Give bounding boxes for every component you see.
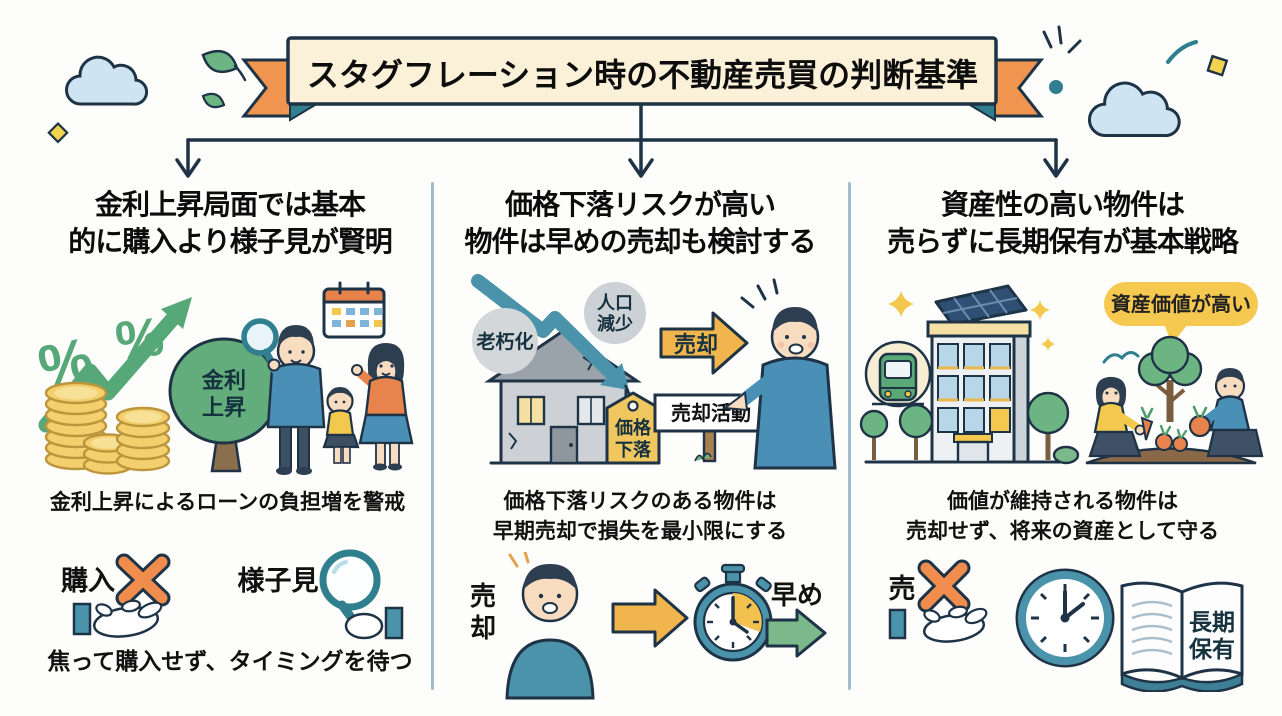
x-mark-icon <box>917 559 971 613</box>
column2-caption: 価格下落リスクのある物件は 早期売却で損失を最小限にする <box>492 490 788 543</box>
falling-arrow-icon <box>471 274 629 390</box>
svg-text:上昇: 上昇 <box>202 395 246 420</box>
train-icon <box>864 340 932 408</box>
stopwatch-icon <box>693 563 773 662</box>
tree-icon <box>859 391 1080 465</box>
clock-icon <box>1015 568 1115 668</box>
arrowhead-down <box>1043 158 1069 178</box>
gardening-family-icon <box>1085 335 1264 465</box>
column2-heading: 価格下落リスクが高い 物件は早めの売却も検討する <box>464 189 816 257</box>
open-hand-icon <box>72 599 163 638</box>
open-book-icon: 長期 保有 <box>1120 581 1244 692</box>
svg-text:資産価値が高い: 資産価値が高い <box>1111 292 1251 316</box>
svg-text:減少: 減少 <box>597 313 633 334</box>
column2-sell-label: 売却 <box>469 581 496 643</box>
arrowhead-down <box>628 158 654 178</box>
population-bubble: 人口 減少 <box>584 282 646 344</box>
sell-label: 売 <box>889 574 916 604</box>
column3-bottom-row: 売 <box>888 559 1244 692</box>
column1-heading: 金利上昇局面では基本 的に購入より様子見が賢明 <box>68 189 392 257</box>
seller-bust-icon <box>505 552 595 700</box>
square-icon <box>1206 54 1229 77</box>
sparkle-icon <box>1042 25 1082 54</box>
dot-icon <box>1049 80 1063 94</box>
svg-text:人口: 人口 <box>597 293 633 313</box>
column-divider <box>431 182 434 690</box>
pointing-man-icon <box>722 278 837 470</box>
open-hand-icon <box>888 605 988 643</box>
column-divider <box>848 182 851 690</box>
cloud-icon <box>65 55 149 106</box>
signpost-icon: 売却活動 <box>653 393 769 463</box>
page-title: スタグフレーション時の不動産売買の判断基準 <box>306 57 979 93</box>
svg-text:金利: 金利 <box>201 368 246 393</box>
buy-label: 購入 <box>61 566 115 596</box>
cloud-icon <box>1087 81 1181 138</box>
column3-illustration: 資産価値が高い <box>859 282 1264 465</box>
column1-footnote: 焦って購入せず、タイミングを待つ <box>47 648 413 674</box>
svg-text:老朽化: 老朽化 <box>476 330 533 353</box>
price-tag-icon: 価格 下落 <box>605 384 661 465</box>
aging-bubble: 老朽化 <box>472 308 538 374</box>
column3-heading: 資産性の高い物件は 売らずに長期保有が基本戦略 <box>887 189 1238 257</box>
green-arrow-icon <box>765 608 827 658</box>
bird-icon <box>1102 351 1140 364</box>
svg-text:長期: 長期 <box>1189 609 1235 635</box>
speech-bubble-icon: 資産価値が高い <box>1104 282 1258 344</box>
block-arrow-icon: 売却 <box>659 311 749 375</box>
leaf-icon <box>201 49 247 109</box>
solar-panel-icon <box>934 284 1028 326</box>
tree-icon: 金利 上昇 <box>168 337 280 473</box>
column2-bottom-row: 早め <box>505 552 827 700</box>
column1-bottom-row: 購入 様子見 <box>61 549 404 640</box>
diamond-icon <box>47 121 69 144</box>
column1-illustration: % % <box>33 281 414 475</box>
column1-caption: 金利上昇によるローンの負担増を警戒 <box>49 491 406 514</box>
arrowhead-down <box>175 158 201 178</box>
building-icon <box>926 320 1032 464</box>
block-arrow-icon <box>611 588 689 648</box>
coin-stack-icon <box>44 381 171 475</box>
svg-text:保有: 保有 <box>1188 636 1235 662</box>
svg-text:売却: 売却 <box>674 332 718 357</box>
ribbon-band <box>286 36 998 106</box>
calendar-icon <box>322 281 386 339</box>
x-mark-icon <box>115 553 171 607</box>
svg-text:下落: 下落 <box>615 440 652 460</box>
sparkle-star-icon <box>888 291 1055 351</box>
column3-caption: 価値が維持される物件は 売却せず、将来の資産として守る <box>906 490 1219 543</box>
title-ribbon <box>240 36 1045 122</box>
family-icon <box>241 318 414 475</box>
early-label: 早め <box>771 580 823 610</box>
magnifier-icon <box>319 549 404 640</box>
svg-text:価格: 価格 <box>614 417 652 438</box>
swoosh-icon <box>1166 40 1198 64</box>
wait-label: 様子見 <box>238 566 319 596</box>
decoration-layer <box>47 25 1229 144</box>
column2-illustration: 老朽化 人口 減少 価格 下落 売却 <box>471 274 837 470</box>
old-house-icon <box>484 329 643 465</box>
branch-connector <box>175 104 1069 178</box>
